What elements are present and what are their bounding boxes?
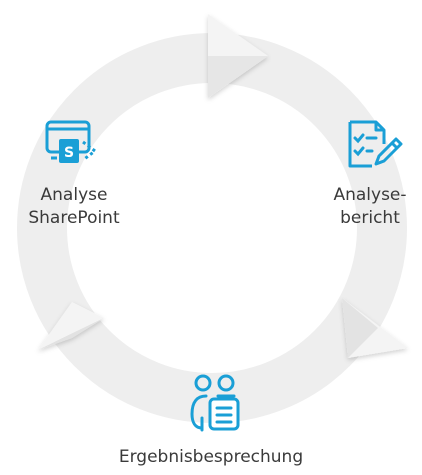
node-label-sharepoint: Analyse SharePoint [4, 184, 144, 230]
arrow-head-left [38, 302, 104, 350]
svg-text:S: S [64, 145, 74, 161]
checklist-document-icon [346, 118, 404, 170]
node-label-report: Analyse- bericht [318, 184, 422, 230]
node-label-report-line2: bericht [340, 208, 400, 228]
node-label-meeting-line1: Ergebnisbesprechung [118, 447, 304, 467]
node-label-sharepoint-line1: Analyse [40, 185, 108, 205]
arrow-head-top [208, 14, 268, 98]
node-label-sharepoint-line2: SharePoint [28, 208, 120, 228]
people-document-icon [188, 372, 242, 432]
arrow-head-right [342, 298, 408, 358]
sharepoint-icon: S [45, 120, 101, 166]
node-label-meeting: Ergebnisbesprechung [90, 446, 332, 469]
node-label-report-line1: Analyse- [333, 185, 407, 205]
